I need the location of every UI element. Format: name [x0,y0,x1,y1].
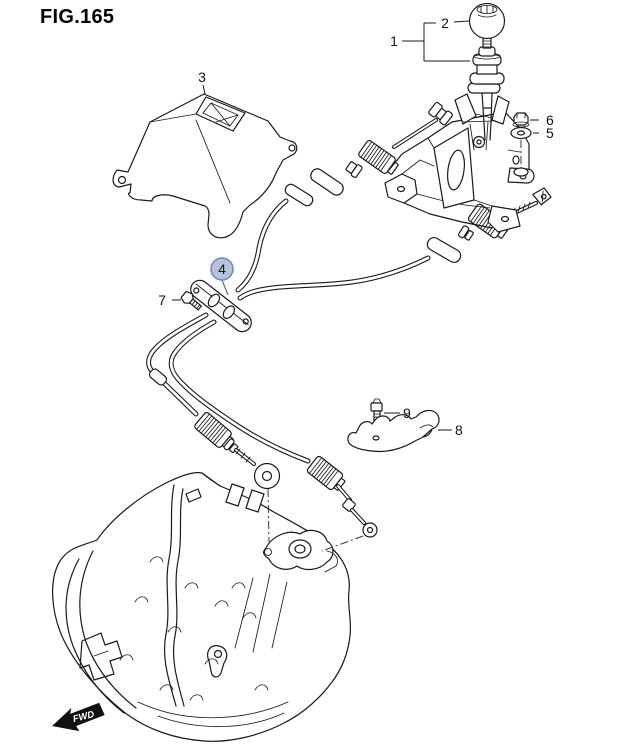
shift-lever-base [384,93,535,233]
cable-b-clevis [532,187,552,206]
nut [512,112,530,128]
cable-a-upper-end [284,101,453,207]
shift-knob [468,2,506,40]
washer [510,126,532,140]
fwd-label: FWD [72,709,96,725]
gearbox-shift-lever [263,529,338,573]
cable-a-lower-end [148,368,281,543]
callout-4-highlight[interactable]: 4 [210,257,234,296]
transmission-case [51,471,352,742]
callout-6[interactable]: 6 [546,112,554,128]
callout-3[interactable]: 3 [198,69,206,85]
shift-control-cables [146,101,552,552]
cable-a-adjuster-upper [358,140,399,175]
callout-9[interactable]: 9 [403,405,411,421]
lever-pivot-bracket [454,93,510,151]
cable-b-lower-end [306,455,378,552]
callout-8[interactable]: 8 [455,422,463,438]
plate-mount-bolt [180,290,202,311]
callout-7[interactable]: 7 [158,292,166,308]
shift-lever-cover [112,93,298,239]
callout-5[interactable]: 5 [546,125,554,141]
cable-grommet-plate [180,279,252,333]
cable-b-adjuster-lower [306,455,346,491]
shift-lever-assembly [467,2,506,141]
fwd-direction-arrow: FWD [52,702,105,732]
callout-1[interactable]: 1 [390,33,398,49]
callout-2[interactable]: 2 [441,15,449,31]
lever-mount-nut-washer [510,112,532,177]
callouts: 1 2 3 4 5 6 7 8 9 [158,15,554,438]
cable-bracket [347,398,440,453]
callout-4: 4 [218,261,226,277]
figure-title: FIG.165 [40,6,114,28]
